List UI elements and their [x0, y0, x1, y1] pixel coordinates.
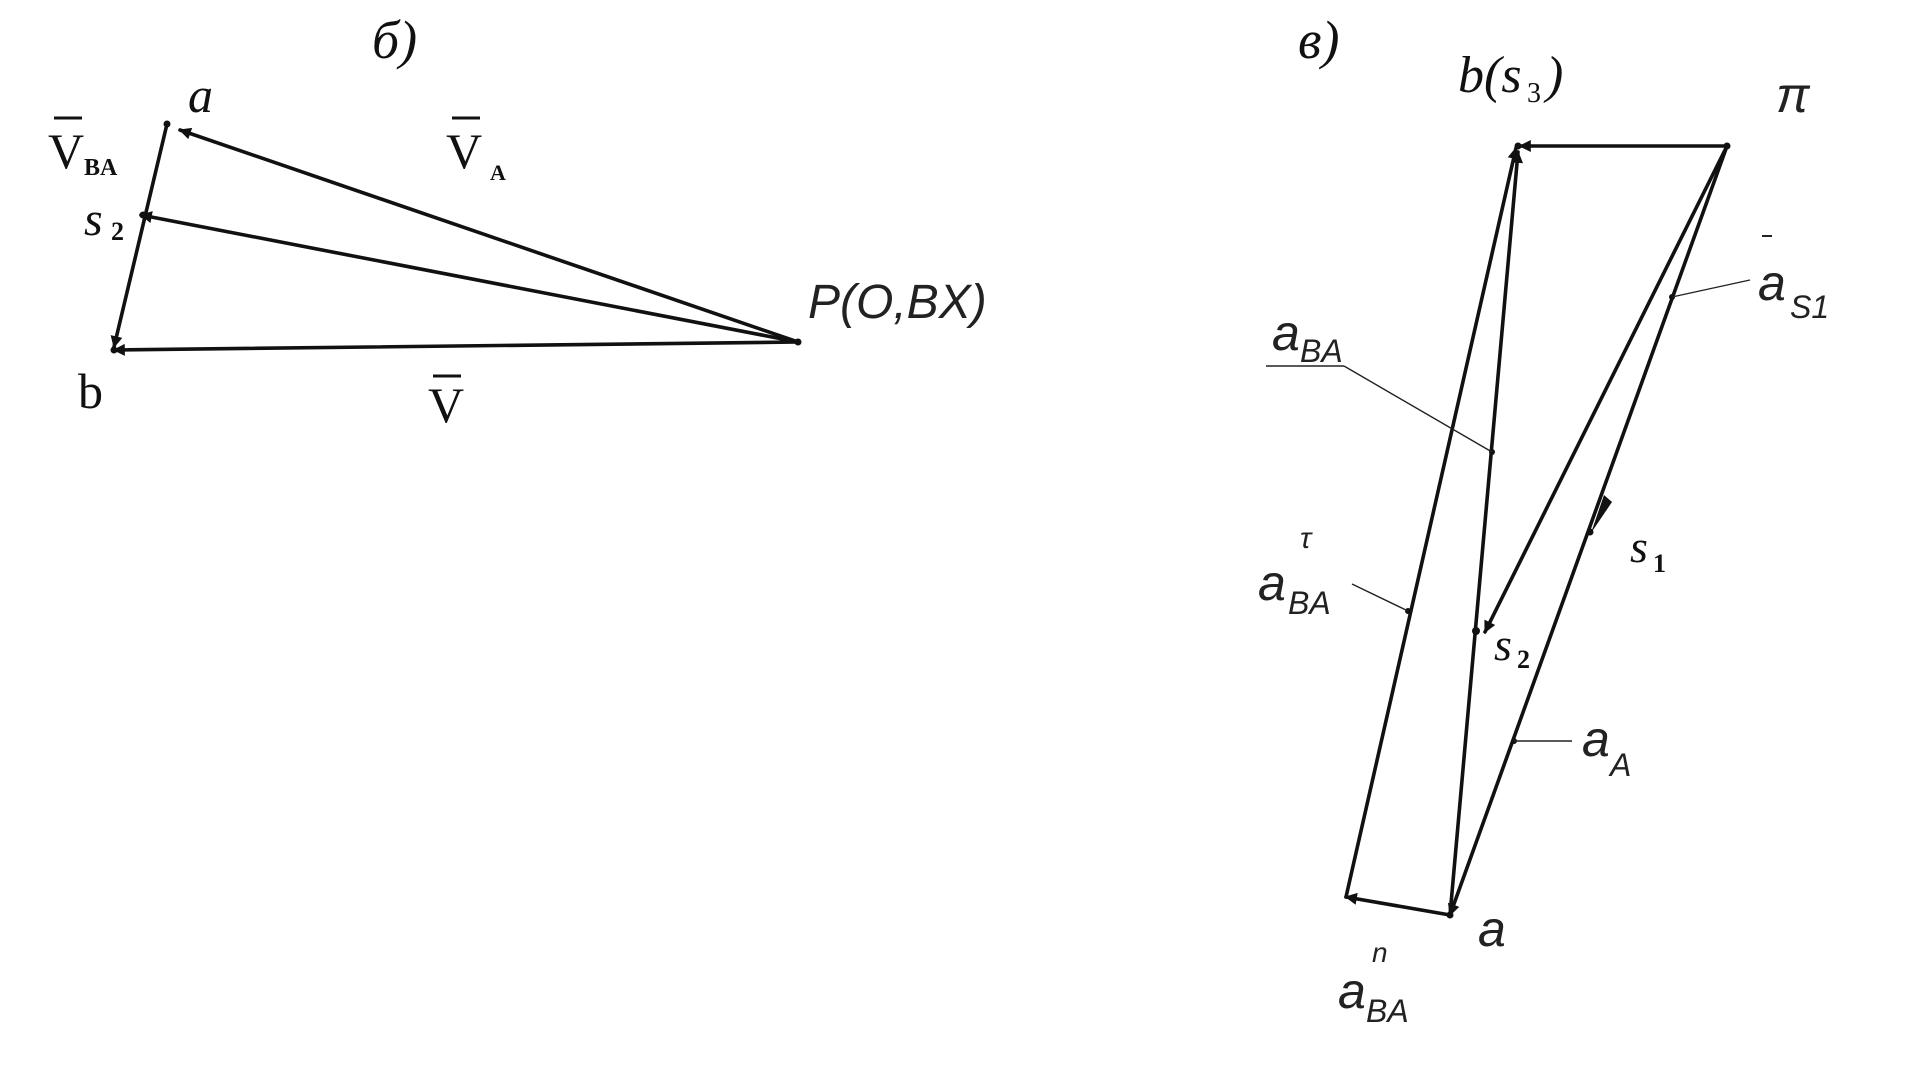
label-s2-sub: 2	[111, 217, 124, 246]
label-s1-main: s	[1630, 521, 1648, 572]
panel-v-title: в)	[1298, 10, 1339, 70]
point-b	[110, 346, 118, 354]
point-pi	[1723, 142, 1731, 150]
label-aS1-main: a	[1758, 255, 1786, 311]
label-aBA: a BA	[1272, 305, 1343, 369]
label-s2-main: s	[84, 193, 103, 246]
label-VA: V A	[446, 116, 506, 185]
label-aS1-sub: S1	[1790, 289, 1829, 325]
label-pole-P: P(O,BX)	[808, 276, 987, 329]
label-b-s3-main: b(s	[1458, 47, 1522, 104]
label-b-s3-sub: 3	[1527, 78, 1541, 109]
label-b-s3-close: )	[1543, 47, 1563, 104]
label-V-main: V	[428, 377, 464, 433]
label-VBA: V BA	[48, 116, 118, 181]
point-s2	[139, 211, 147, 219]
label-aA-main: a	[1582, 711, 1610, 767]
acceleration-diagram: в) b(s 3 ) π a	[1258, 10, 1829, 1029]
label-aBAn-main: a	[1338, 963, 1366, 1019]
label-aBAn-sup: n	[1372, 937, 1388, 968]
vector-aBA	[1448, 150, 1524, 917]
label-aA: a A	[1582, 711, 1631, 783]
label-aBAt: τ a BA	[1258, 522, 1331, 621]
vector-VBA	[110, 122, 169, 349]
label-a: a	[188, 67, 213, 123]
arrow-mid-aA	[1591, 495, 1612, 533]
label-aBA-main: a	[1272, 305, 1300, 361]
label-VBA-main: V	[48, 123, 84, 179]
label-aBAn: n a BA	[1338, 937, 1409, 1029]
point-s2-acc	[1472, 627, 1480, 635]
label-s2-acc-main: s	[1494, 619, 1512, 670]
label-VBA-sub: BA	[84, 155, 118, 181]
point-b-acc	[1514, 142, 1522, 150]
vector-aBAn	[1344, 892, 1452, 917]
label-b-s3: b(s 3 )	[1458, 47, 1563, 109]
point-a	[163, 120, 171, 128]
label-s1-sub: 1	[1653, 549, 1666, 578]
point-pole	[794, 338, 802, 346]
label-b: b	[78, 363, 103, 419]
leader-aBA	[1343, 365, 1493, 453]
vector-Vs2	[139, 211, 800, 344]
point-s1-acc	[1586, 528, 1594, 536]
leader-aBAt	[1351, 583, 1409, 612]
label-VA-sub: A	[490, 160, 506, 185]
velocity-diagram: б) a b V BA V A s 2 V P(O,B	[48, 10, 987, 433]
label-aBAt-sup: τ	[1300, 522, 1313, 555]
point-a-acc	[1446, 911, 1454, 919]
vector-V	[112, 340, 800, 356]
label-aBA-sub: BA	[1300, 333, 1343, 369]
vector-aS2	[1483, 144, 1729, 634]
panel-b-title: б)	[372, 10, 417, 70]
label-aS1: a S1	[1758, 235, 1829, 325]
label-pi: π	[1776, 67, 1811, 123]
label-aBAt-sub: BA	[1288, 585, 1331, 621]
label-s2-acc: s 2	[1494, 619, 1530, 674]
label-V: V	[428, 374, 464, 433]
vector-aBAt	[1344, 146, 1520, 899]
label-s2-velocity: s 2	[84, 193, 124, 246]
leader-aS1	[1671, 279, 1751, 298]
label-aA-sub: A	[1608, 747, 1631, 783]
label-s2-acc-sub: 2	[1517, 645, 1530, 674]
label-a-acc: a	[1478, 901, 1506, 957]
label-aBAn-sub: BA	[1366, 993, 1409, 1029]
vector-VA	[178, 127, 800, 344]
label-VA-main: V	[446, 123, 482, 179]
label-aBAt-main: a	[1258, 555, 1286, 611]
label-s1-acc: s 1	[1630, 521, 1666, 578]
